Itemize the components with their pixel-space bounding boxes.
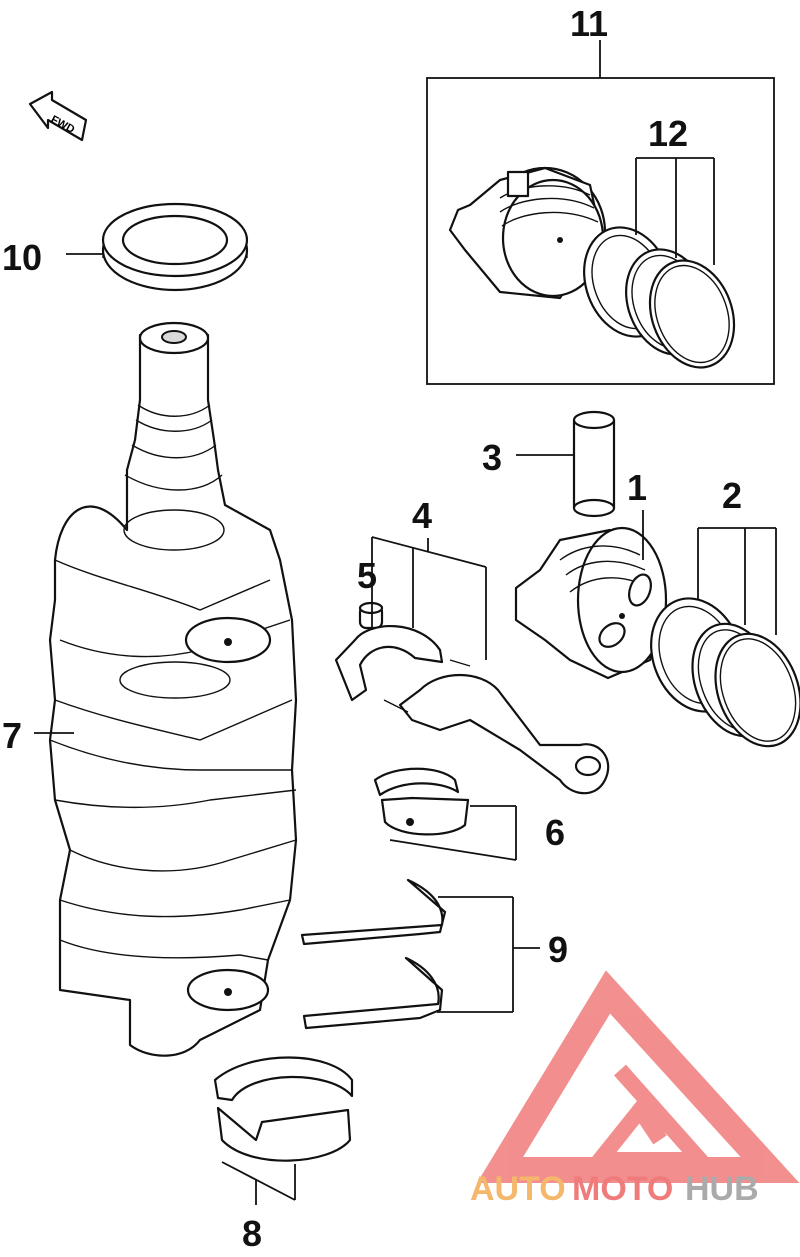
callout-5: 5 xyxy=(357,555,377,596)
callout-12: 12 xyxy=(648,113,688,154)
piston-in-box xyxy=(448,166,607,300)
leader-9 xyxy=(437,896,540,1013)
piston-pin xyxy=(572,410,616,518)
piston-rings xyxy=(650,597,800,748)
crankshaft xyxy=(48,321,298,1057)
watermark-moto: MOTO xyxy=(572,1170,673,1208)
callout-10: 10 xyxy=(2,237,42,278)
piston-rings-in-box xyxy=(583,226,736,369)
thrust-bearings xyxy=(300,878,447,1030)
watermark-text: AUTO MOTO HUB xyxy=(470,1170,759,1208)
fwd-arrow-icon: FWD xyxy=(28,90,88,142)
watermark-logo-icon xyxy=(476,970,800,1183)
callout-8: 8 xyxy=(242,1213,262,1252)
callout-11: 11 xyxy=(570,3,608,44)
leader-2 xyxy=(697,527,777,635)
leader-6 xyxy=(389,839,517,861)
watermark-auto: AUTO xyxy=(470,1170,566,1208)
callout-9: 9 xyxy=(548,929,568,970)
oil-seal xyxy=(101,202,249,292)
callout-2: 2 xyxy=(722,475,742,516)
leader-12 xyxy=(635,157,715,265)
connecting-rod xyxy=(334,624,610,795)
callout-4: 4 xyxy=(412,495,432,536)
nut xyxy=(358,601,384,630)
watermark-hub: HUB xyxy=(685,1170,759,1208)
leader-4 xyxy=(371,536,487,660)
leader-8 xyxy=(221,1161,296,1205)
conrod-bearing xyxy=(373,767,470,836)
main-bearing xyxy=(213,1056,354,1162)
piston xyxy=(514,526,668,680)
callout-1: 1 xyxy=(627,467,647,508)
callout-3: 3 xyxy=(482,437,502,478)
callout-7: 7 xyxy=(2,715,22,756)
callout-6: 6 xyxy=(545,812,565,853)
